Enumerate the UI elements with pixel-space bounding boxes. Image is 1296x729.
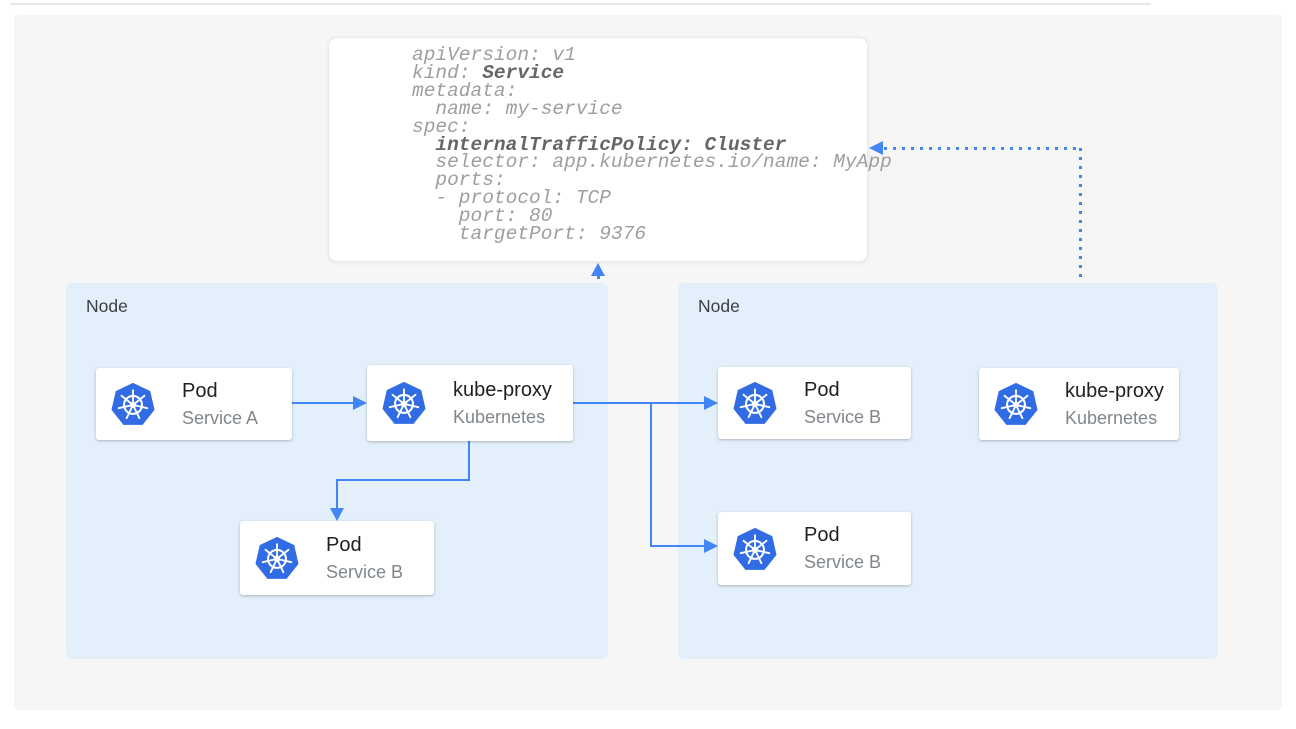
service-yaml-box xyxy=(328,37,868,262)
kubernetes-icon xyxy=(994,382,1038,425)
yaml-line: metadata: xyxy=(412,79,518,102)
card-kube-proxy-left: kube-proxy Kubernetes xyxy=(367,365,573,441)
arrow-branch-vertical xyxy=(650,402,652,546)
card-title: Pod xyxy=(182,379,218,402)
node-right: Node xyxy=(678,283,1218,659)
yaml-line: selector: app.kubernetes.io/name: MyApp xyxy=(412,151,892,174)
kubernetes-icon xyxy=(111,382,155,425)
arrow-branch-horizontal xyxy=(650,545,704,547)
card-subtitle: Kubernetes xyxy=(1065,407,1158,428)
arrowhead-into-local-pod xyxy=(330,508,344,521)
yaml-line: ports: xyxy=(412,169,506,192)
yaml-line: name: my-service xyxy=(412,97,623,120)
dotted-line-right-kube-proxy-up xyxy=(1079,148,1082,368)
node-left: Node xyxy=(66,283,608,659)
card-subtitle: Kubernetes xyxy=(453,406,546,427)
dotted-arrowhead-into-yaml-right xyxy=(869,141,883,155)
kubernetes-icon xyxy=(382,381,426,424)
arrowhead-into-remote-pod-2 xyxy=(704,539,718,553)
yaml-line: port: 80 xyxy=(412,205,553,228)
card-title: Pod xyxy=(804,378,840,401)
dotted-line-right-horizontal xyxy=(884,147,1080,150)
arrow-kube-proxy-down-horizontal xyxy=(336,479,470,481)
card-title: Pod xyxy=(326,533,362,556)
dotted-arrowhead-into-yaml-bottom xyxy=(591,263,605,276)
card-subtitle: Service A xyxy=(182,407,259,428)
card-subtitle: Service B xyxy=(326,561,404,582)
yaml-line: - protocol: TCP xyxy=(412,187,611,210)
node-right-label: Node xyxy=(698,296,740,316)
card-title: kube-proxy xyxy=(1065,379,1164,402)
arrowhead-into-remote-pod-1 xyxy=(704,396,718,410)
yaml-line-internal-traffic-policy: internalTrafficPolicy: Cluster xyxy=(435,133,787,156)
card-pod-service-b-left: Pod Service B xyxy=(240,521,434,595)
card-pod-service-a: Pod Service A xyxy=(96,368,292,440)
arrow-into-local-pod-vertical xyxy=(336,479,338,509)
card-kube-proxy-right: kube-proxy Kubernetes xyxy=(979,368,1179,440)
arrowhead-into-kube-proxy xyxy=(353,396,367,410)
yaml-line: targetPort: 9376 xyxy=(412,223,647,246)
top-divider xyxy=(10,3,1151,5)
yaml-line: spec: xyxy=(412,115,471,138)
card-pod-service-b-right-2: Pod Service B xyxy=(718,512,911,585)
arrow-pod-a-to-kube-proxy xyxy=(292,402,355,404)
card-pod-service-b-right-1: Pod Service B xyxy=(718,367,911,439)
arrow-kube-proxy-to-remote-pod xyxy=(573,402,704,404)
service-yaml-code: apiVersion: v1 kind: Service metadata: n… xyxy=(412,44,892,246)
yaml-line: apiVersion: v1 xyxy=(412,44,576,66)
kubernetes-icon xyxy=(733,527,777,570)
yaml-line: kind: Service xyxy=(412,61,565,84)
arrow-kube-proxy-down xyxy=(468,441,470,481)
card-subtitle: Service B xyxy=(804,552,882,572)
card-title: Pod xyxy=(804,524,840,546)
node-left-label: Node xyxy=(86,296,128,316)
card-title: kube-proxy xyxy=(453,378,552,401)
kubernetes-icon xyxy=(733,381,777,424)
kubernetes-icon xyxy=(255,536,299,579)
card-subtitle: Service B xyxy=(804,406,882,427)
